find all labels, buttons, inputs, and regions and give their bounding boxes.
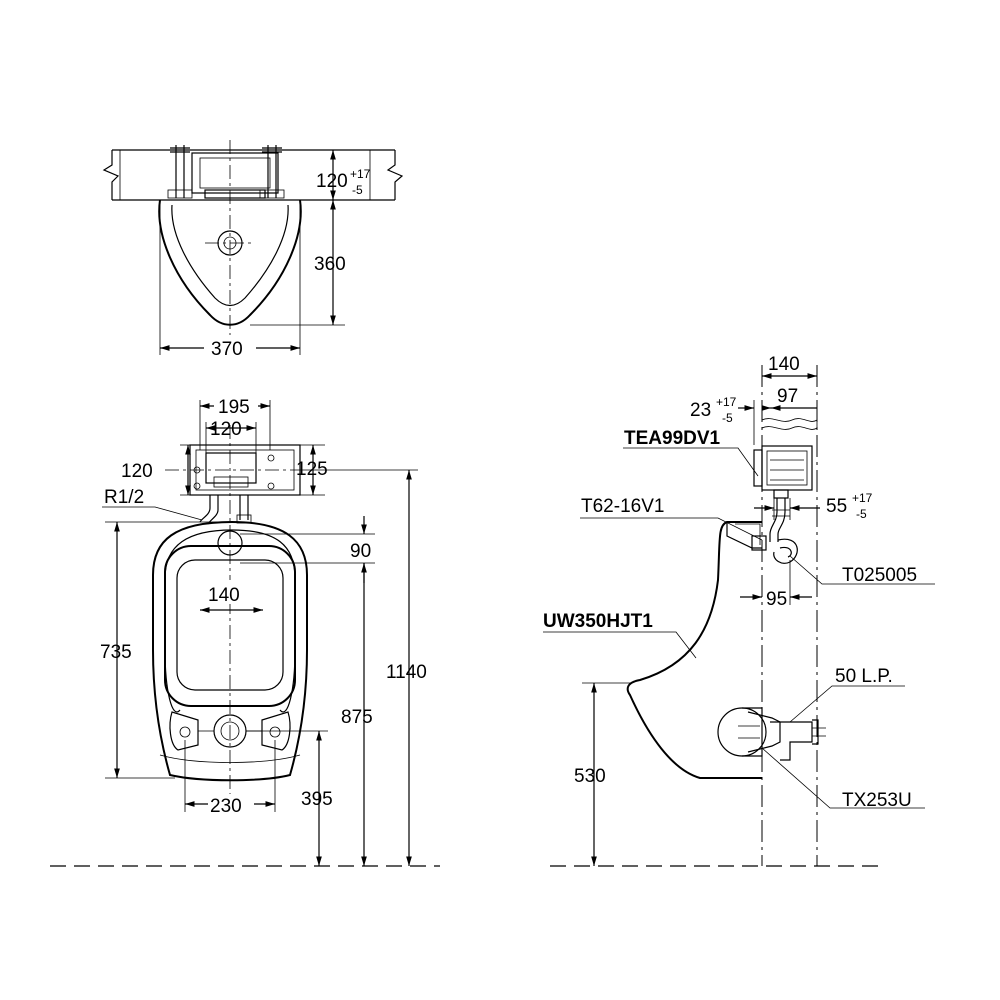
side-inner-depth-dimension: 97 23 +17 -5 [690,386,818,445]
front-bracket-outer-value: 195 [218,397,250,418]
front-bracket-height-dimension: 120 [121,444,215,496]
front-bracket-height-value: 120 [121,461,153,482]
side-overall-depth-dimension: 140 [761,354,818,385]
front-bowl-width-value: 140 [208,585,240,606]
front-bowl-width-dimension: 140 [200,580,263,613]
front-outlet-height-value: 395 [301,789,333,810]
top-view-projection-dimension: 360 [250,200,346,326]
top-view-width-dimension: 370 [159,205,301,360]
side-pipe-offset-value: 55 [826,496,847,517]
front-rim-height-value: 875 [341,707,373,728]
side-sensor-part: TEA99DV1 [624,428,721,449]
front-view-supply-pipes [199,495,252,525]
side-spud-projection-dimension: 95 [740,560,812,610]
side-spud-callout: T62-16V1 [580,496,763,541]
side-trap-callout: TX253U [761,747,925,811]
front-bowl-height-value: 735 [100,642,132,663]
top-width-value: 370 [211,339,243,360]
side-pipe-offset-tol-plus: +17 [852,491,873,505]
side-urinal-callout: UW350HJT1 [543,611,697,659]
side-inner-depth-value: 97 [777,386,798,407]
side-pipe-offset-tol-minus: -5 [856,507,867,521]
front-bracket-height-right-dimension: 125 [295,444,328,496]
top-view-mounting-bracket [167,145,285,199]
side-spud-projection-value: 95 [766,589,787,610]
front-spud-to-rim-value: 90 [350,541,371,562]
side-overall-depth-value: 140 [768,354,800,375]
front-thread-callout: R1/2 [102,487,203,521]
top-depth-tol-minus: -5 [352,183,363,197]
side-trap-bend-part: T025005 [842,565,917,586]
side-trap-bend-callout: T025005 [789,555,935,586]
side-trap-part: TX253U [842,790,912,811]
side-view-sensor-unit [753,445,813,499]
front-rim-height-dimension: 875 [341,563,373,866]
top-depth-value: 120 [316,171,348,192]
front-thread-label: R1/2 [104,487,144,508]
front-view: 195 120 120 125 R1/2 90 [100,394,427,866]
front-bracket-inner-dimension: 120 [205,419,257,455]
front-bracket-height-right-value: 125 [296,459,328,480]
top-view: 120 +17 -5 360 370 [102,140,404,360]
front-bowl-height-dimension: 735 [100,521,232,779]
front-total-height-value: 1140 [386,662,427,683]
side-pipe-offset-dimension: 55 +17 -5 [754,491,873,521]
side-lip-height-value: 530 [574,766,606,787]
side-spud-part: T62-16V1 [581,496,664,517]
top-projection-value: 360 [314,254,346,275]
front-bracket-outer-dimension: 195 [199,394,271,450]
side-view-urinal-body [626,521,767,779]
side-drain-callout: 50 L.P. [789,666,905,723]
side-wall-offset-tol-minus: -5 [722,411,733,425]
front-outlet-spacing-dimension: 230 [184,740,276,817]
side-sensor-callout: TEA99DV1 [623,428,759,477]
front-bracket-inner-value: 120 [210,419,242,440]
side-wall-offset-tol-plus: +17 [716,395,737,409]
side-drain-part: 50 L.P. [835,666,893,687]
side-view-trap [717,707,826,761]
side-view-supply-pipe [769,498,798,564]
side-view: 140 97 23 +17 -5 TEA99DV1 55 +17 -5 [543,354,935,866]
top-depth-tol-plus: +17 [350,167,371,181]
front-total-height-dimension: 1140 [300,469,427,866]
side-wall-offset-value: 23 [690,400,711,421]
top-view-depth-dimension: 120 +17 -5 [300,149,371,201]
side-view-wall [761,365,818,866]
side-urinal-part: UW350HJT1 [543,611,653,632]
front-outlet-height-dimension: 395 [246,730,333,866]
side-lip-height-dimension: 530 [574,682,632,866]
front-outlet-spacing-value: 230 [210,796,242,817]
